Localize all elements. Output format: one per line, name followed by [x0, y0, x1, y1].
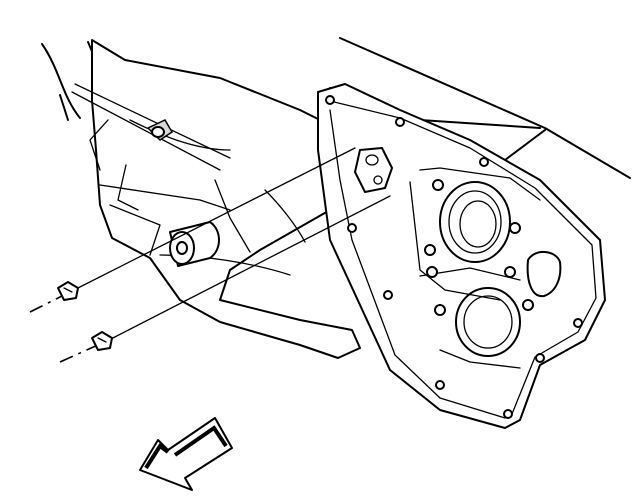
front-arrow-icon — [139, 417, 233, 491]
retainer-clip-lower — [91, 331, 113, 351]
door-trim-panel — [71, 39, 361, 359]
retainer-clip-upper — [57, 281, 79, 301]
armrest-handle — [169, 221, 220, 267]
fastener-guide-lines — [29, 147, 391, 363]
door-module-panel — [317, 83, 606, 429]
